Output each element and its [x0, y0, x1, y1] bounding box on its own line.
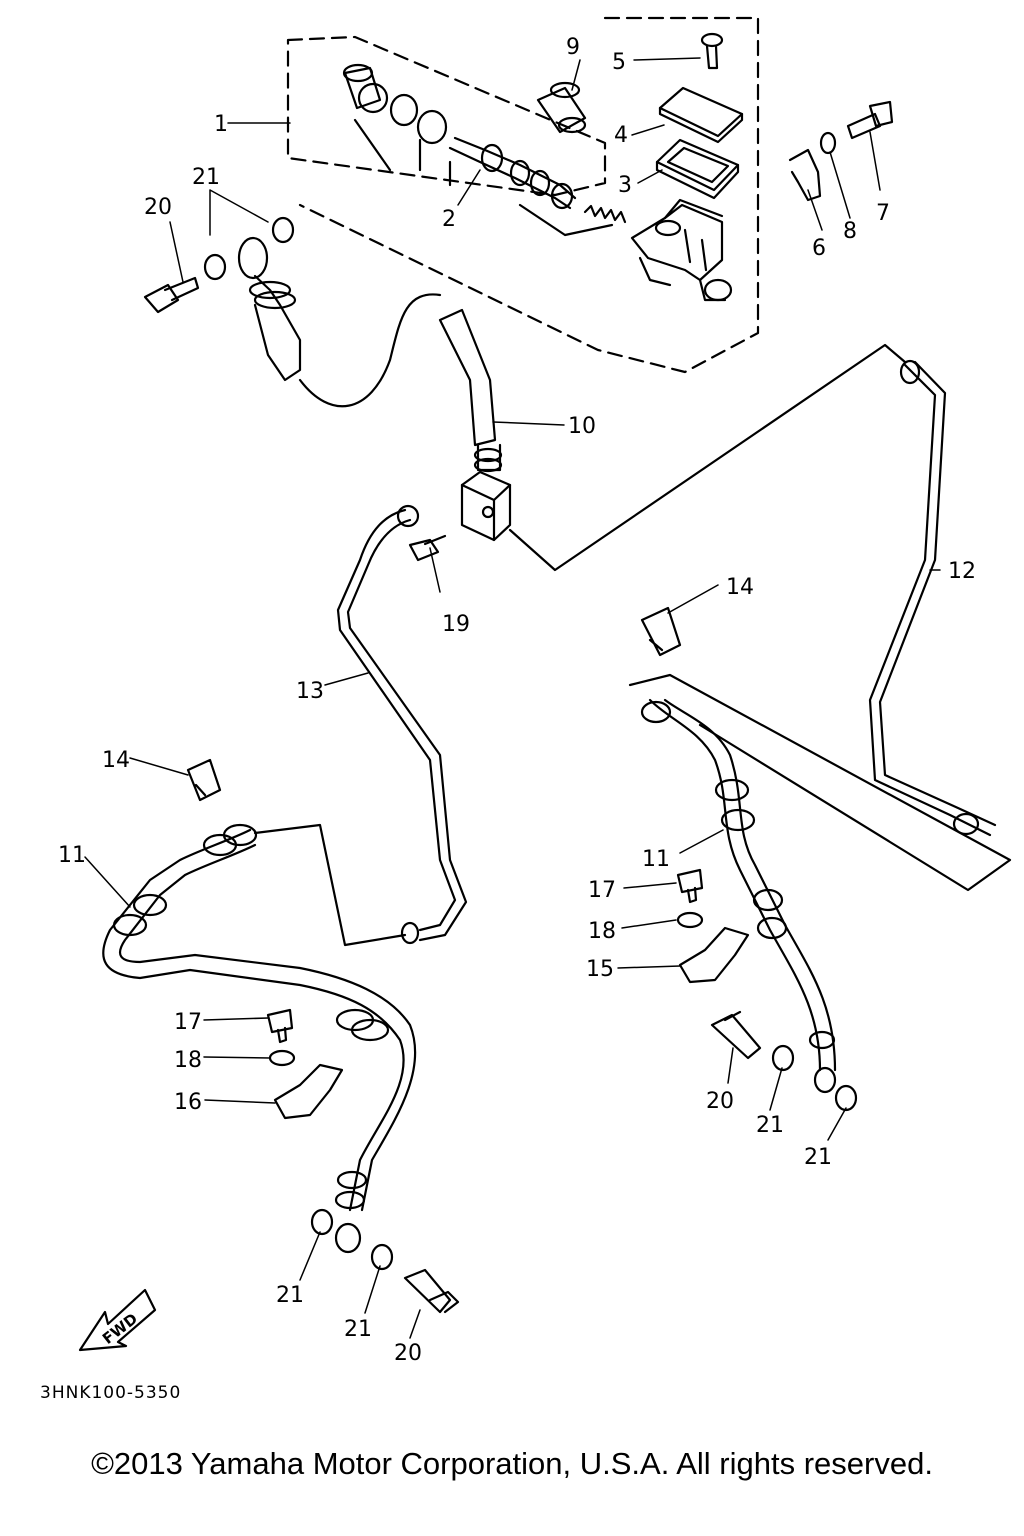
- part-label: 3: [618, 173, 632, 198]
- part-label: 20: [394, 1341, 422, 1366]
- copper-washer-5: [771, 1044, 795, 1072]
- copper-washer-2: [203, 253, 227, 281]
- part-label: 5: [612, 50, 626, 75]
- pipe-fitting-3: [899, 359, 921, 385]
- brake-pipe-right-2: [878, 360, 997, 827]
- union-bolt-top: [143, 276, 200, 314]
- union-bolt: [408, 534, 447, 562]
- right-brake-hose: [640, 698, 837, 1094]
- brake-pipe-right: [868, 363, 992, 837]
- holder-washer-right: [676, 911, 704, 929]
- part-label: 17: [588, 878, 616, 903]
- holder-bolt-right: [676, 868, 704, 904]
- circlip: [389, 93, 419, 127]
- part-label: 2: [442, 207, 456, 232]
- pipe-fitting-4: [952, 812, 980, 836]
- part-label: 13: [296, 679, 324, 704]
- part-label: 18: [588, 919, 616, 944]
- part-label: 11: [58, 843, 86, 868]
- piston: [448, 136, 577, 210]
- part-label: 1: [214, 112, 228, 137]
- brake-pipe-left-2: [346, 518, 468, 942]
- part-label: 15: [586, 957, 614, 982]
- part-label: 18: [174, 1048, 202, 1073]
- part-label: 6: [812, 236, 826, 261]
- leader-kit: [353, 118, 614, 237]
- part-label: 21: [804, 1145, 832, 1170]
- copyright-notice: ©2013 Yamaha Motor Corporation, U.S.A. A…: [91, 1446, 933, 1481]
- bushing: [536, 81, 587, 134]
- leader-lines: [84, 57, 941, 1339]
- copper-washer-4: [370, 1243, 394, 1271]
- copper-washer-1: [271, 216, 295, 244]
- master-cylinder-kit-outline: [286, 35, 607, 197]
- reservoir-cap: [658, 86, 744, 144]
- leader-left-hose: [253, 823, 407, 947]
- reservoir-group-outline: [298, 16, 760, 374]
- part-label: 17: [174, 1010, 202, 1035]
- part-label: 21: [192, 165, 220, 190]
- part-label: 9: [566, 35, 580, 60]
- part-label: 21: [756, 1113, 784, 1138]
- junction-block: [460, 470, 512, 542]
- part-label: 16: [174, 1090, 202, 1115]
- part-label: 14: [726, 575, 754, 600]
- part-label: 4: [614, 123, 628, 148]
- piston-boot: [342, 63, 389, 114]
- diaphragm: [655, 138, 740, 200]
- washer: [416, 109, 448, 145]
- holder-bolt-left: [266, 1008, 294, 1044]
- fwd-arrow-icon: [78, 1288, 157, 1352]
- part-label: 14: [102, 748, 130, 773]
- drawing-code: 3HNK100-5350: [40, 1383, 182, 1403]
- union-bolt-lower: [403, 1268, 460, 1314]
- brake-pipe-left: [336, 508, 457, 932]
- leader-right: [508, 343, 907, 572]
- part-label: 19: [442, 612, 470, 637]
- part-label: 20: [144, 195, 172, 220]
- part-label: 10: [568, 414, 596, 439]
- hose-holder-right: [678, 926, 750, 984]
- exploded-parts-diagram: 1 2 3 4 5 6 7 8 9 10 11 11 12 13 14 14 1…: [58, 16, 1012, 1366]
- union-bolt-right: [710, 1010, 762, 1060]
- upper-brake-hose: [237, 236, 503, 473]
- part-label: 11: [642, 847, 670, 872]
- clamp-holder: [788, 148, 822, 202]
- copper-washer-3: [310, 1208, 334, 1236]
- part-label: 21: [344, 1317, 372, 1342]
- holder-washer-left: [268, 1049, 296, 1067]
- part-label: 20: [706, 1089, 734, 1114]
- part-label: 7: [876, 201, 890, 226]
- left-brake-hose: [102, 823, 417, 1254]
- piston-spring: [583, 204, 627, 224]
- hose-clip-left: [186, 758, 222, 802]
- leader-right-frame: [628, 673, 1012, 892]
- lock-washer: [819, 131, 837, 155]
- part-label: 12: [948, 559, 976, 584]
- hose-clip-right: [640, 606, 682, 657]
- pipe-fitting: [396, 504, 420, 528]
- copper-washer-6: [834, 1084, 858, 1112]
- part-label: 8: [843, 219, 857, 244]
- pipe-fitting-2: [400, 921, 420, 945]
- clamp-bolt: [846, 100, 894, 140]
- hose-holder-left: [273, 1063, 344, 1120]
- master-cylinder-body: [630, 198, 733, 302]
- part-label: 21: [276, 1283, 304, 1308]
- cap-screw: [700, 32, 724, 70]
